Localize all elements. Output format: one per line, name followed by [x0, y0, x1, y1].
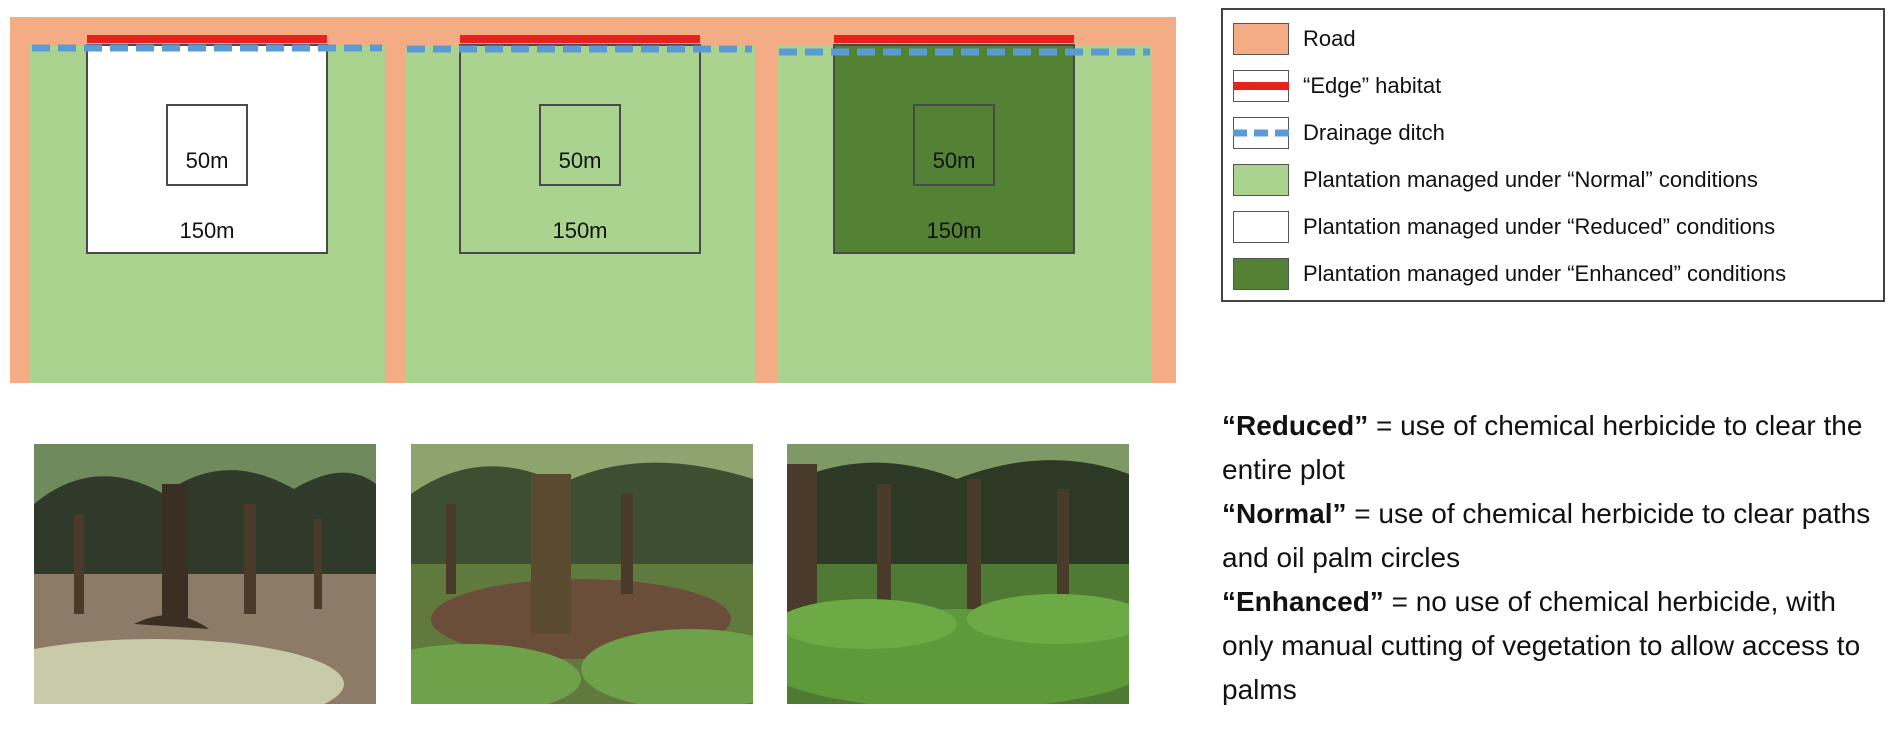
- definition-term: “Normal”: [1222, 498, 1347, 529]
- inner-plot-label: 50m: [559, 148, 602, 173]
- treatment-definitions: “Reduced” = use of chemical herbicide to…: [1222, 404, 1892, 712]
- plantation-photo-enhanced: [787, 444, 1129, 704]
- definition-text: = no use of chemical herbicide, with onl…: [1222, 586, 1861, 705]
- outer-plot-label: 150m: [179, 218, 234, 243]
- definition-enhanced: “Enhanced” = no use of chemical herbicid…: [1222, 580, 1892, 712]
- normal-swatch: [1233, 164, 1289, 196]
- definition-normal: “Normal” = use of chemical herbicide to …: [1222, 492, 1892, 580]
- legend-label: Plantation managed under “Enhanced” cond…: [1303, 261, 1787, 286]
- definition-reduced: “Reduced” = use of chemical herbicide to…: [1222, 404, 1892, 492]
- plot-reduced: 50m 150m: [86, 44, 328, 254]
- outer-plot-label: 150m: [552, 218, 607, 243]
- edge-habitat-line: [87, 35, 327, 43]
- inner-plot-square: [913, 104, 995, 186]
- definition-term: “Reduced”: [1222, 410, 1369, 441]
- enhanced-swatch: [1233, 258, 1289, 290]
- inner-plot-square: [166, 104, 248, 186]
- inner-plot-label: 50m: [186, 148, 229, 173]
- reduced-swatch: [1233, 211, 1289, 243]
- plot-enhanced: 50m 150m: [833, 44, 1075, 254]
- legend-label: “Edge” habitat: [1303, 73, 1442, 98]
- definition-text: = use of chemical herbicide to clear pat…: [1222, 498, 1871, 573]
- legend-item-enhanced: Plantation managed under “Enhanced” cond…: [1233, 257, 1786, 291]
- edge-habitat-symbol: [1233, 70, 1289, 102]
- inner-plot-label: 50m: [933, 148, 976, 173]
- legend-item-normal: Plantation managed under “Normal” condit…: [1233, 163, 1758, 197]
- inner-plot-square: [539, 104, 621, 186]
- outer-plot-square: [833, 44, 1075, 254]
- legend-item-edge: “Edge” habitat: [1233, 69, 1441, 103]
- plantation-photo-normal: [411, 444, 753, 704]
- legend-item-ditch: Drainage ditch: [1233, 116, 1445, 150]
- definition-text: = use of chemical herbicide to clear the…: [1222, 410, 1863, 485]
- definition-term: “Enhanced”: [1222, 586, 1384, 617]
- edge-habitat-line: [834, 35, 1074, 43]
- legend-label: Road: [1303, 26, 1356, 51]
- legend-item-reduced: Plantation managed under “Reduced” condi…: [1233, 210, 1775, 244]
- legend-label: Plantation managed under “Normal” condit…: [1303, 167, 1758, 192]
- plot-normal: 50m 150m: [459, 44, 701, 254]
- legend-label: Plantation managed under “Reduced” condi…: [1303, 214, 1776, 239]
- plot-layout-diagram: 50m 150m 50m 150m 50m 150m: [10, 17, 1176, 383]
- legend: Road “Edge” habitat Drainage ditch Plant…: [1221, 8, 1885, 302]
- outer-plot-label: 150m: [926, 218, 981, 243]
- drainage-ditch-symbol: [1233, 117, 1289, 149]
- edge-habitat-line: [460, 35, 700, 43]
- road-swatch: [1233, 23, 1289, 55]
- plantation-photo-reduced: [34, 444, 376, 704]
- legend-item-road: Road: [1233, 22, 1356, 56]
- legend-label: Drainage ditch: [1303, 120, 1445, 145]
